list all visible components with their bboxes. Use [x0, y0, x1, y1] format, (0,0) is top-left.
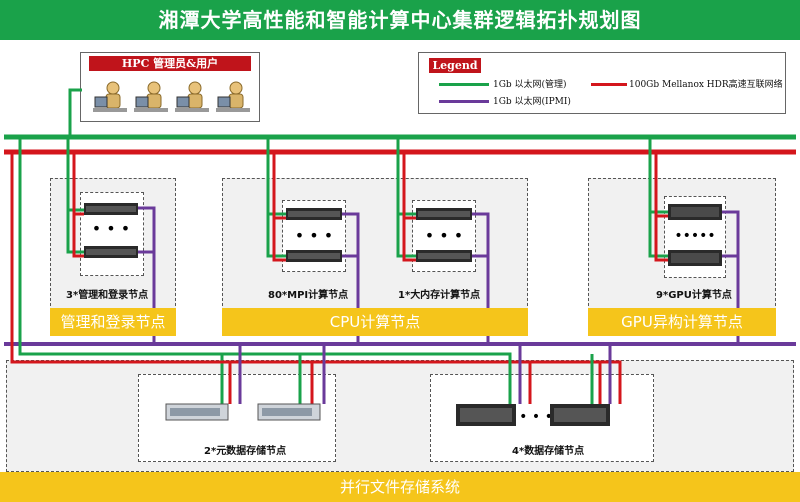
legend-title: Legend [429, 58, 481, 73]
storage-group-label: 并行文件存储系统 [0, 472, 800, 502]
mgmt-group-label: 管理和登录节点 [50, 308, 176, 336]
cpu-group-label: CPU计算节点 [222, 308, 528, 336]
gpu-server-icon [668, 204, 722, 220]
storage-group-panel [6, 360, 794, 472]
user-workstation-icon [134, 79, 168, 117]
data-storage-label: 4*数据存储节点 [512, 446, 585, 457]
rack-server-icon [286, 208, 342, 220]
legend: Legend 1Gb 以太网(管理) 100Gb Mellanox HDR高速互… [418, 52, 786, 114]
svg-text:•••••: ••••• [674, 228, 715, 244]
svg-text:• • •: • • • [295, 226, 333, 245]
bigmem-node-label: 1*大内存计算节点 [398, 290, 481, 301]
storage-server-icon [257, 403, 321, 421]
legend-item-hdr: 100Gb Mellanox HDR高速互联网络 [629, 80, 783, 90]
rack-server-icon [416, 250, 472, 262]
svg-text:• • •: • • • [425, 226, 463, 245]
mpi-node-label: 80*MPI计算节点 [268, 290, 349, 301]
legend-item-ipmi: 1Gb 以太网(IPMI) [493, 97, 571, 107]
page-title: 湘潭大学高性能和智能计算中心集群逻辑拓扑规划图 [0, 0, 800, 40]
rack-server-icon [416, 208, 472, 220]
rack-server-icon [84, 246, 138, 258]
svg-text:• • •: • • • [92, 219, 130, 238]
hpc-users-title: HPC 管理员&用户 [89, 56, 251, 71]
gpu-server-icon [668, 250, 722, 266]
storage-array-icon [456, 404, 516, 426]
storage-array-icon [550, 404, 610, 426]
hpc-users-box: HPC 管理员&用户 [80, 52, 260, 122]
rack-server-icon [286, 250, 342, 262]
mgmt-node-label: 3*管理和登录节点 [66, 290, 149, 301]
svg-text:• • •: • • • [519, 409, 553, 425]
user-workstation-icon [175, 79, 209, 117]
storage-server-icon [165, 403, 229, 421]
legend-green-line [439, 83, 489, 86]
legend-purple-line [439, 100, 489, 103]
gpu-group-label: GPU异构计算节点 [588, 308, 776, 336]
legend-red-line [591, 83, 627, 86]
rack-server-icon [84, 203, 138, 215]
gpu-node-label: 9*GPU计算节点 [656, 290, 732, 301]
user-workstation-icon [216, 79, 250, 117]
user-workstation-icon [93, 79, 127, 117]
legend-item-mgmt: 1Gb 以太网(管理) [493, 80, 567, 90]
meta-storage-label: 2*元数据存储节点 [204, 446, 287, 457]
